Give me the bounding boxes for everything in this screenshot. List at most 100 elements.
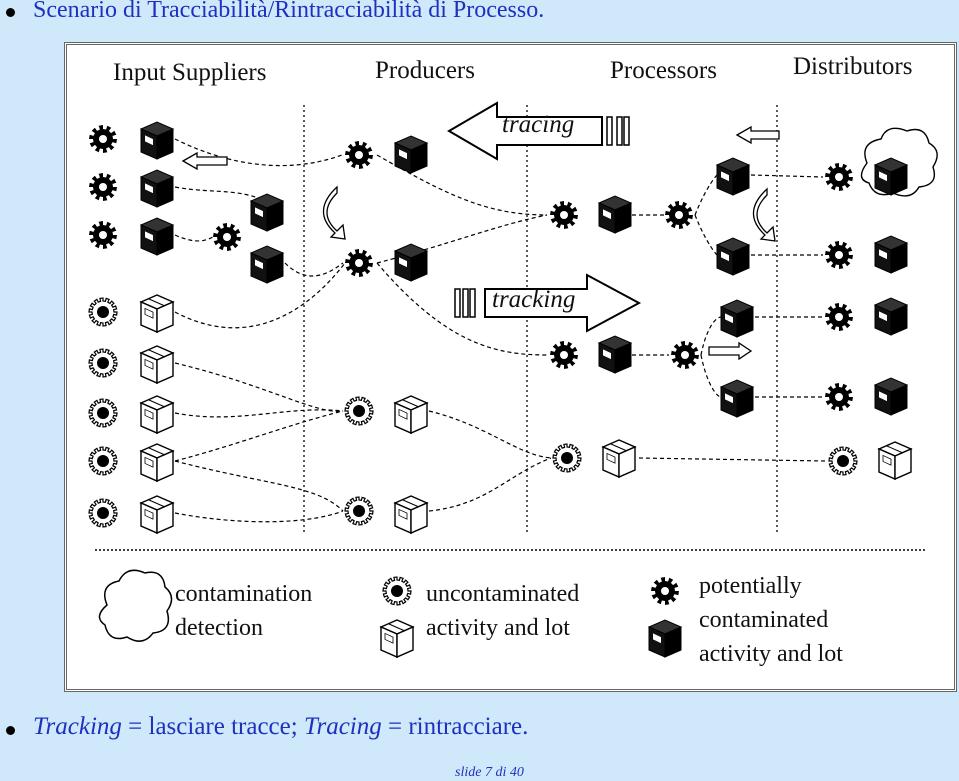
gear-icon — [88, 297, 118, 327]
box-icon — [874, 157, 908, 196]
legend-uncontaminated-line2: activity and lot — [426, 615, 570, 641]
flow-path — [700, 316, 722, 356]
box-icon — [598, 195, 632, 234]
box-icon — [720, 379, 754, 418]
box-icon — [140, 345, 174, 384]
tracing-arrow-tail — [606, 116, 613, 146]
gear-icon — [213, 223, 241, 251]
flow-path — [174, 410, 344, 462]
flow-path — [376, 262, 548, 356]
flow-path — [174, 138, 343, 167]
supply-chain-diagram: Input Suppliers Producers Processors Dis… — [64, 42, 957, 692]
column-producers: Producers — [375, 57, 475, 84]
def-tracing: = rintracciare. — [381, 713, 529, 740]
tracing-arrow — [447, 101, 603, 161]
tracing-arrow-tail — [616, 116, 623, 146]
tracking-arrow-tail — [454, 288, 461, 318]
gear-icon — [825, 303, 853, 331]
box-icon — [874, 377, 908, 416]
footer-bullet — [6, 726, 15, 735]
heading-bullet — [6, 8, 15, 17]
gear-icon — [88, 398, 118, 428]
flow-path — [174, 262, 346, 329]
gear-icon — [88, 446, 118, 476]
flow-path — [428, 410, 552, 459]
box-icon — [250, 245, 284, 284]
diagram-canvas — [88, 101, 938, 658]
flow-path — [376, 154, 548, 216]
box-icon — [140, 395, 174, 434]
gear-icon — [345, 249, 373, 277]
gear-icon — [825, 163, 853, 191]
def-tracking: = lasciare tracce; — [121, 713, 304, 740]
box-icon — [394, 135, 428, 174]
legend-uncontaminated: uncontaminated activity and lot — [426, 577, 579, 645]
flow-path — [638, 457, 826, 462]
legend-contamination-line1: contamination — [175, 581, 313, 607]
gear-icon — [671, 341, 699, 369]
flow-path — [750, 174, 824, 178]
legend-potential-line1: potentially — [699, 573, 802, 599]
gear-icon — [552, 443, 582, 473]
tracing-label: tracing — [502, 111, 575, 138]
box-icon — [394, 243, 428, 282]
tracking-arrow-tail — [462, 288, 469, 318]
box-icon — [250, 193, 284, 232]
flow-path — [428, 457, 552, 512]
box-icon — [878, 441, 912, 480]
box-icon — [874, 235, 908, 274]
flow-path — [694, 174, 718, 216]
box-icon — [140, 169, 174, 208]
gear-icon — [345, 141, 373, 169]
box-icon — [140, 217, 174, 256]
gear-icon — [344, 396, 374, 426]
legend-uncontaminated-line1: uncontaminated — [426, 581, 580, 607]
gear-icon — [88, 348, 118, 378]
flow-path — [700, 354, 722, 398]
gear-icon — [828, 446, 858, 476]
gear-icon — [88, 498, 118, 528]
term-tracing: Tracing — [303, 713, 382, 740]
box-icon — [140, 121, 174, 160]
gear-icon — [825, 383, 853, 411]
flow-path — [694, 214, 718, 256]
slide-number: slide 7 di 40 — [455, 765, 524, 780]
legend-contamination: contamination detection — [175, 577, 312, 645]
gear-icon — [825, 241, 853, 269]
column-distributors: Distributors — [793, 53, 913, 80]
legend-potential: potentially contaminated activity and lo… — [699, 569, 843, 671]
gear-icon — [89, 221, 117, 249]
gear-icon — [665, 201, 693, 229]
legend-potential-line2: contaminated — [699, 607, 829, 633]
tracking-arrow — [484, 273, 642, 333]
box-icon — [598, 335, 632, 374]
slide-heading: Scenario di Tracciabilità/Rintracciabili… — [33, 0, 545, 23]
gear-icon — [344, 496, 374, 526]
rotate-arrow-icon — [752, 187, 776, 242]
flow-path — [284, 262, 344, 277]
flow-path — [174, 362, 344, 412]
left-arrow-icon — [181, 151, 228, 171]
gear-icon — [89, 125, 117, 153]
flow-path — [174, 510, 344, 523]
box-icon — [716, 237, 750, 276]
column-processors: Processors — [610, 57, 717, 84]
legend-cloud-icon — [98, 569, 173, 642]
gear-icon — [89, 173, 117, 201]
term-tracking: Tracking — [33, 713, 122, 740]
legend-contamination-line2: detection — [175, 615, 263, 641]
gear-icon — [550, 341, 578, 369]
flow-path — [174, 234, 214, 242]
box-icon — [602, 439, 636, 478]
box-icon — [394, 495, 428, 534]
tracking-arrow-tail — [469, 288, 476, 318]
left-arrow-icon — [735, 125, 780, 145]
box-icon — [140, 495, 174, 534]
box-icon — [140, 443, 174, 482]
legend-potential-line3: activity and lot — [699, 641, 843, 667]
rotate-arrow-icon — [322, 185, 346, 240]
tracking-definition: Tracking = lasciare tracce; Tracing = ri… — [33, 713, 528, 741]
gear-icon — [550, 201, 578, 229]
box-icon — [140, 294, 174, 333]
box-icon — [716, 157, 750, 196]
